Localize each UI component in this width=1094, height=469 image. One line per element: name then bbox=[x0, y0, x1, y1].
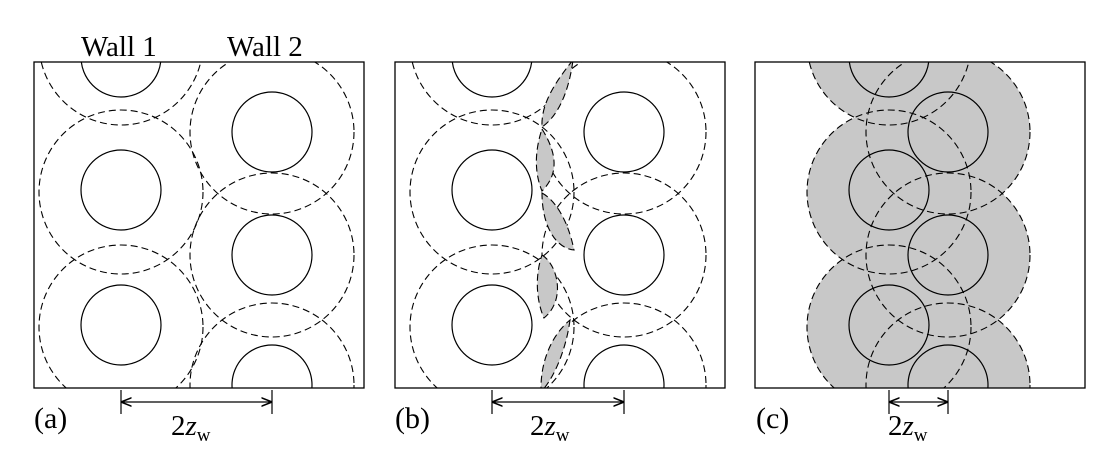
panel-c-circles bbox=[807, 62, 1030, 388]
panel-b-frame bbox=[394, 61, 726, 389]
wall2-particle bbox=[231, 214, 313, 296]
overlap-lens bbox=[536, 254, 558, 319]
panel-c-outlines bbox=[806, 62, 1031, 388]
wall2-particle bbox=[583, 91, 665, 173]
wall2-shaded-region bbox=[866, 303, 1030, 388]
panel-a-circles bbox=[38, 62, 355, 388]
overlap-lens bbox=[541, 192, 575, 251]
wall1-exclusion-circle bbox=[409, 244, 575, 388]
wall2-exclusion-circle bbox=[865, 172, 1031, 338]
wall2-exclusion-circle bbox=[189, 302, 355, 388]
wall1-exclusion-circle bbox=[38, 109, 204, 275]
wall2-particle bbox=[907, 91, 989, 173]
panel-a: (a) 2zw bbox=[33, 61, 365, 446]
wall2-particle bbox=[907, 344, 989, 388]
overlap-lens bbox=[535, 127, 555, 192]
wall1-particle bbox=[848, 62, 930, 98]
panel-c-tag: (c) bbox=[756, 402, 789, 435]
wall1-particle bbox=[80, 62, 162, 98]
wall1-particle bbox=[80, 284, 162, 366]
wall1-exclusion-circle bbox=[806, 244, 972, 388]
panel-a-frame bbox=[33, 61, 365, 389]
wall1-particle bbox=[80, 149, 162, 231]
panel-a-tag: (a) bbox=[34, 402, 67, 435]
overlap-lens bbox=[541, 62, 574, 129]
wall-2-label: Wall 2 bbox=[227, 31, 303, 63]
wall2-shaded-region bbox=[866, 62, 1030, 214]
panel-c-frame bbox=[754, 61, 1086, 389]
wall2-particle bbox=[231, 91, 313, 173]
panel-b-circles bbox=[409, 62, 707, 388]
wall1-exclusion-circle bbox=[38, 244, 204, 388]
panel-c-dimension-label: 2zw bbox=[888, 410, 928, 446]
wall2-particle bbox=[231, 344, 313, 388]
wall2-shaded-region bbox=[866, 173, 1030, 337]
wall2-exclusion-circle bbox=[865, 62, 1031, 215]
wall1-particle bbox=[451, 62, 533, 98]
wall2-exclusion-circle bbox=[189, 172, 355, 338]
wall1-particle bbox=[848, 149, 930, 231]
wall2-exclusion-circle bbox=[541, 172, 707, 338]
wall2-exclusion-circle bbox=[865, 302, 1031, 388]
wall2-particle bbox=[583, 344, 665, 388]
wall-1-label: Wall 1 bbox=[81, 31, 157, 63]
wall2-exclusion-circle bbox=[189, 62, 355, 215]
wall2-particle bbox=[907, 214, 989, 296]
wall1-particle bbox=[848, 284, 930, 366]
wall1-exclusion-circle bbox=[806, 109, 972, 275]
wall1-particle bbox=[451, 284, 533, 366]
panel-c: (c) 2zw bbox=[754, 61, 1086, 446]
wall1-particle bbox=[451, 149, 533, 231]
panel-b-dimension-label: 2zw bbox=[530, 410, 570, 446]
overlap-lens bbox=[540, 318, 571, 388]
wall1-exclusion-circle bbox=[409, 109, 575, 275]
panel-a-dimension-label: 2zw bbox=[171, 410, 211, 446]
panel-b: (b) 2zw bbox=[394, 61, 726, 446]
panel-b-tag: (b) bbox=[395, 402, 430, 435]
wall2-particle bbox=[583, 214, 665, 296]
